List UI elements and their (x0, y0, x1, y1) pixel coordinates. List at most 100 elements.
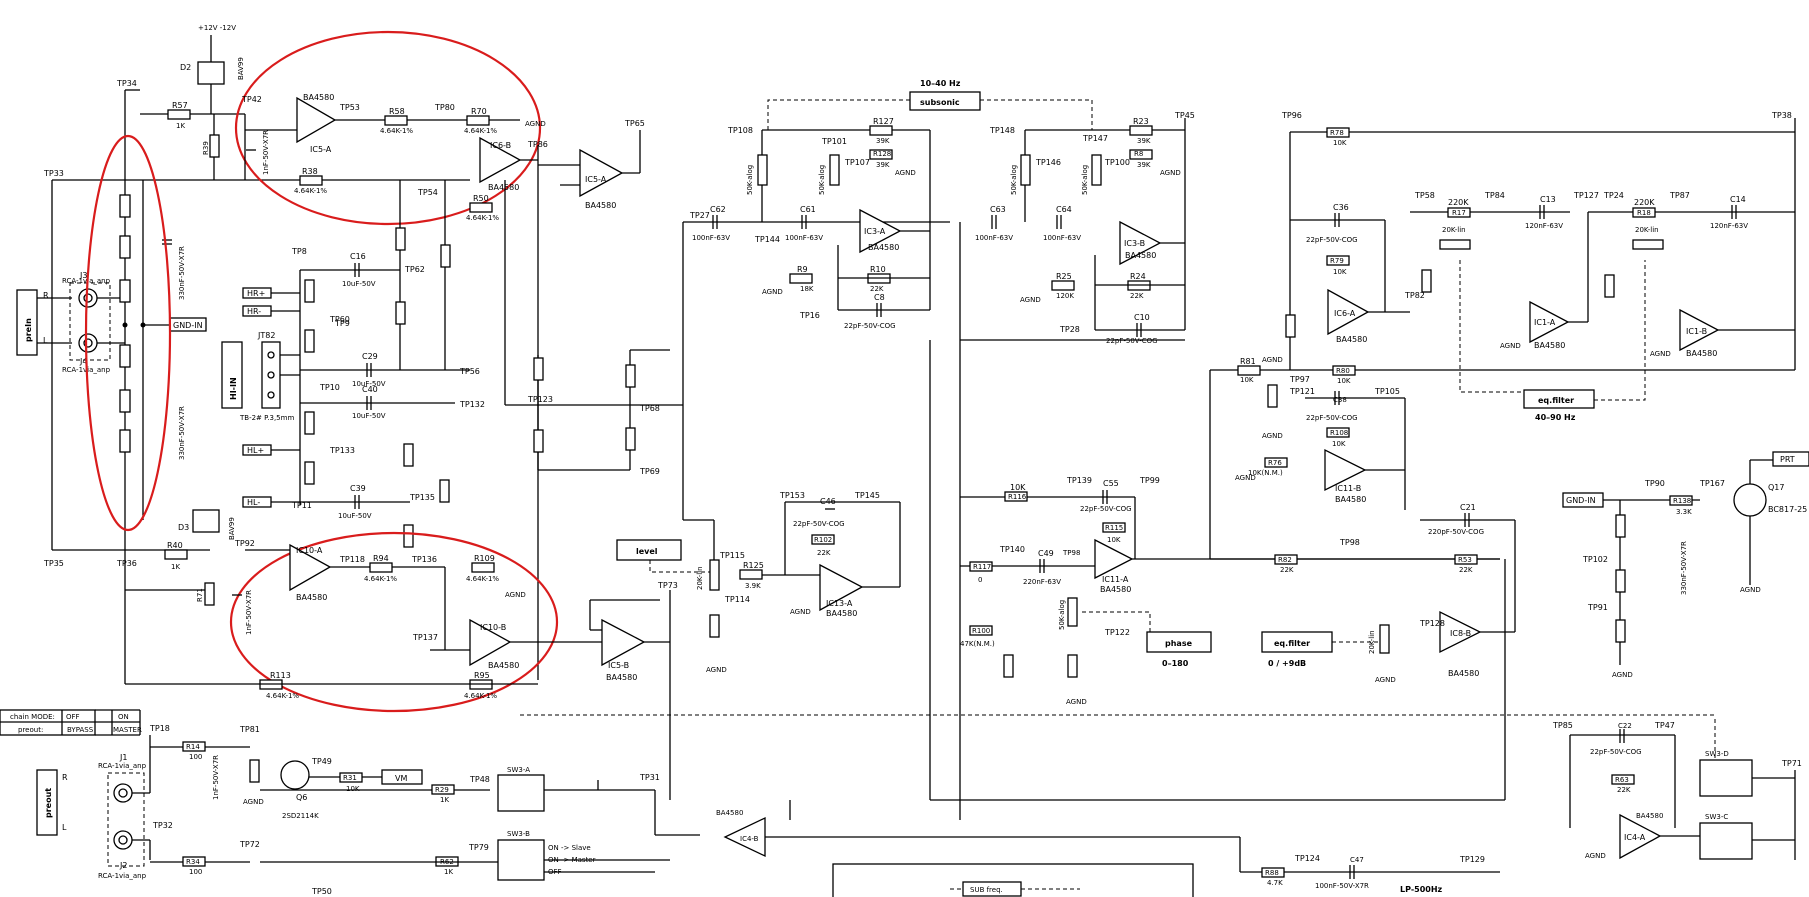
r34-value: 100 (189, 868, 202, 876)
c39-value: 10uF-50V (338, 512, 372, 520)
chain-on: ON (118, 713, 129, 721)
r138-label: R138 (1673, 497, 1691, 505)
c14-label: C14 (1730, 195, 1746, 204)
r78-value: 10K (1333, 139, 1347, 147)
agnd-6: AGND (1160, 169, 1181, 177)
r10-label: R10 (870, 265, 886, 274)
r38-value: 4.64K-1% (294, 187, 327, 195)
r78-label: R78 (1330, 129, 1344, 137)
r71-label: R71 (196, 588, 204, 602)
ic6a-label: IC6-A (1334, 309, 1356, 318)
c64-label: C64 (1056, 205, 1072, 214)
tp68-label: TP68 (639, 404, 660, 413)
tp10-label: TP10 (319, 383, 340, 392)
chain-preout: preout: (18, 726, 43, 734)
tp140-label: TP140 (999, 545, 1025, 554)
tp28-label: TP28 (1059, 325, 1080, 334)
tp146-label: TP146 (1035, 158, 1061, 167)
subsonic-range: 10–40 Hz (920, 79, 961, 88)
r95-value: 4.64K-1% (464, 692, 497, 700)
r109-value: 4.64K-1% (466, 575, 499, 583)
q6-label: Q6 (296, 793, 307, 802)
tp167-label: TP167 (1699, 479, 1725, 488)
ic4a-label: IC4-A (1624, 833, 1646, 842)
tp33-label: TP33 (43, 169, 64, 178)
tp35-label: TP35 (43, 559, 64, 568)
eq-section: TP96 TP38 R78 10K C36 22pF-50V-COG R79 1… (929, 111, 1796, 801)
tp50-label: TP50 (311, 887, 332, 896)
c62-label: C62 (710, 205, 726, 214)
r102-label: R102 (814, 536, 832, 544)
agnd-4: AGND (895, 169, 916, 177)
ic3b-label: IC3-B (1124, 239, 1145, 248)
hl-plus: HL+ (247, 446, 264, 455)
tp99-label: TP99 (1139, 476, 1160, 485)
subsonic-label: subsonic (920, 98, 960, 107)
ic5a2-type: BA4580 (585, 201, 616, 210)
c16-label: C16 (350, 252, 366, 261)
tp18-label: TP18 (149, 724, 170, 733)
c38-label: C38 (1333, 396, 1347, 404)
hi-in-label: HI-IN (229, 377, 238, 400)
tp91-label: TP91 (1587, 603, 1608, 612)
r58-label: R58 (389, 107, 405, 116)
ic4a-type: BA4580 (1636, 812, 1663, 820)
r24-label: R24 (1130, 272, 1146, 281)
r76-value: 10K(N.M.) (1248, 469, 1283, 477)
r80-value: 10K (1337, 377, 1351, 385)
tp144-label: TP144 (754, 235, 780, 244)
c46-label: C46 (820, 497, 836, 506)
ic11b-label: IC11-B (1335, 484, 1361, 493)
r31-value: 10K (346, 785, 360, 793)
level-section: IC5-B BA4580 TP73 level 20K-lin TP115 TP… (504, 180, 764, 800)
subsonic-section: 10–40 Hz subsonic TP27 C62 100nF-63V TP1… (682, 79, 1195, 405)
c19-value: 1nF-50V-X7R (262, 130, 270, 175)
highlight-lower-buffer (229, 531, 559, 713)
r116-label: R116 (1008, 493, 1027, 501)
r81-value: 10K (1240, 376, 1254, 384)
agnd-11: AGND (1500, 342, 1521, 350)
c13-label: C13 (1540, 195, 1556, 204)
ic13a-label: IC13-A (826, 599, 853, 608)
pot-phase: 50K-alog (1058, 600, 1066, 630)
tp24-label: TP24 (1603, 191, 1624, 200)
r125-value: 3.9K (745, 582, 761, 590)
tp53-label: TP53 (339, 103, 360, 112)
upper-buffer: BA4580 IC5-A TP42 TP53 TP80 1nF-50V-X7R … (234, 30, 548, 226)
tp123-label: TP123 (527, 395, 553, 404)
q17-label: Q17 (1768, 483, 1784, 492)
tp72-label: TP72 (239, 840, 260, 849)
agnd-12: AGND (1650, 350, 1671, 358)
r17-label: R17 (1452, 209, 1466, 217)
r50-label: R50 (473, 194, 489, 203)
tp98b-label: TP98 (1062, 549, 1080, 557)
tp58-label: TP58 (1414, 191, 1435, 200)
tp27-label: TP27 (689, 211, 710, 220)
r109-label: R109 (474, 554, 495, 563)
pot-sub1: 50K-alog (746, 165, 754, 195)
r79-value: 10K (1333, 268, 1347, 276)
tp48-label: TP48 (469, 775, 490, 784)
tp79-label: TP79 (468, 843, 489, 852)
r25-value: 120K (1056, 292, 1074, 300)
j1-label: J1 (119, 753, 127, 762)
r14-value: 100 (189, 753, 202, 761)
r80-label: R80 (1336, 367, 1350, 375)
c17-value: 330nF-50V-X7R (178, 246, 186, 300)
vm-label: VM (395, 774, 407, 783)
r62-value: 1K (444, 868, 453, 876)
c46-value: 22pF-50V-COG (793, 520, 845, 528)
bav99b-label: BAV99 (228, 517, 236, 540)
bav99-label: BAV99 (237, 57, 245, 80)
on-slave: ON -> Slave (548, 844, 591, 852)
c35-value: 1nF-50V-X7R (245, 590, 253, 635)
r82-value: 22K (1280, 566, 1294, 574)
ic6a-type: BA4580 (1336, 335, 1367, 344)
r9-label: R9 (797, 265, 808, 274)
tp100-label: TP100 (1104, 158, 1130, 167)
agnd-19: AGND (243, 798, 264, 806)
r24-value: 22K (1130, 292, 1144, 300)
highlight-input-rail (84, 134, 172, 532)
r116-value: 10K (1010, 483, 1026, 492)
